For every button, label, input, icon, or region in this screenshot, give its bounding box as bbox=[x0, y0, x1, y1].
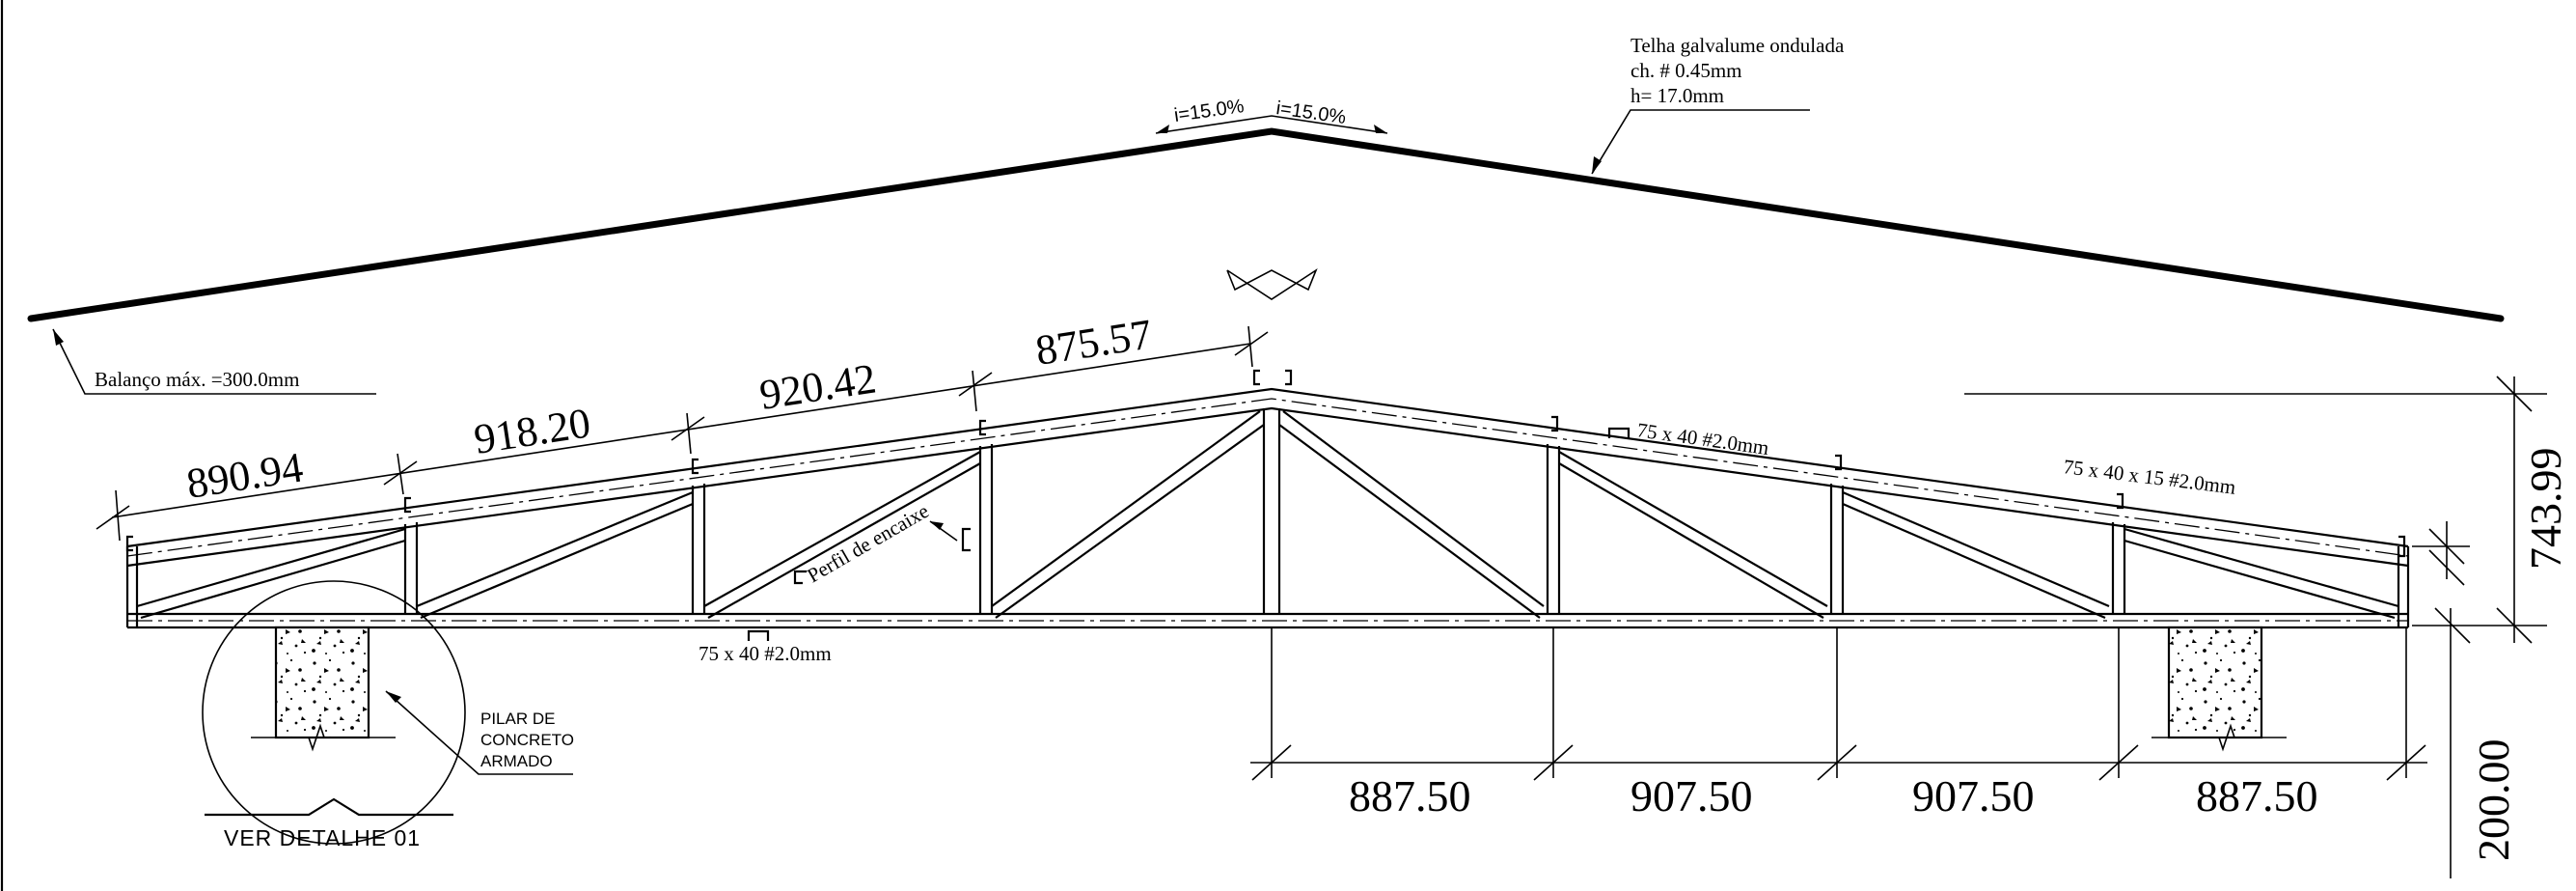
profile-label-top-right: 75 x 40 #2.0mm bbox=[1635, 418, 1770, 459]
truss-diagonals bbox=[136, 410, 2399, 620]
left-pillar-detail: VER DETALHE 01 PILAR DE CONCRETO ARMADO bbox=[202, 580, 574, 850]
leader-arrow-icon bbox=[930, 521, 944, 530]
fitting-note: Perfil de encaixe bbox=[793, 499, 958, 587]
ridge-symbol bbox=[1226, 267, 1318, 300]
chord-dim-4: 875.57 bbox=[1032, 310, 1155, 375]
arrowhead-icon bbox=[1374, 125, 1387, 133]
profile-label-lipped: 75 x 40 x 15 #2.0mm bbox=[2062, 455, 2236, 499]
pillar-note-line2: CONCRETO bbox=[480, 731, 574, 749]
pillar-note-line3: ARMADO bbox=[480, 752, 553, 770]
bottom-dim-2: 907.50 bbox=[1631, 771, 1753, 821]
bottom-dim-1: 887.50 bbox=[1349, 771, 1471, 821]
overhang-label: Balanço máx. =300.0mm bbox=[95, 368, 299, 391]
height-dim-label: 743.99 bbox=[2521, 448, 2570, 571]
detail-ref: VER DETALHE 01 bbox=[224, 825, 421, 850]
roof-sheet bbox=[27, 127, 2505, 322]
roof-note-line1: Telha galvalume ondulada bbox=[1631, 34, 1845, 57]
concrete-pillar-left bbox=[274, 626, 370, 739]
chord-dim-2: 918.20 bbox=[471, 399, 593, 463]
profile-label-bottom: 75 x 40 #2.0mm bbox=[699, 642, 832, 665]
bottom-dim-4: 887.50 bbox=[2196, 771, 2318, 821]
roof-note: Telha galvalume ondulada ch. # 0.45mm h=… bbox=[1591, 34, 1845, 175]
concrete-pillar-right bbox=[2167, 626, 2263, 739]
arrowhead-icon bbox=[1156, 125, 1169, 133]
chord-dim-3: 920.42 bbox=[756, 354, 879, 419]
end-dimension-marks bbox=[2412, 521, 2471, 878]
leader-arrow-icon bbox=[1592, 156, 1602, 174]
top-chord-dimension: 890.94 918.20 920.42 875.57 bbox=[96, 310, 1269, 542]
leader-arrow-icon bbox=[386, 691, 401, 703]
support-dim-label: 200.00 bbox=[2469, 739, 2518, 862]
right-pillar bbox=[2151, 626, 2287, 752]
roof-note-line3: h= 17.0mm bbox=[1631, 84, 1724, 107]
chord-dim-1: 890.94 bbox=[183, 443, 306, 508]
bottom-dim-3: 907.50 bbox=[1912, 771, 2035, 821]
pillar-note-line1: PILAR DE bbox=[480, 710, 555, 728]
leader-arrow-icon bbox=[53, 329, 64, 346]
support-dimension: 200.00 bbox=[2469, 739, 2518, 862]
height-dimension: 743.99 bbox=[1964, 376, 2570, 644]
roof-note-line2: ch. # 0.45mm bbox=[1631, 59, 1742, 82]
overhang-note: Balanço máx. =300.0mm bbox=[52, 328, 376, 395]
slope-right-label: i=15.0% bbox=[1274, 97, 1347, 128]
bottom-dimension: 887.50 907.50 907.50 887.50 bbox=[1250, 627, 2427, 821]
slope-indicator: i=15.0% i=15.0% bbox=[1155, 96, 1388, 134]
fitting-label: Perfil de encaixe bbox=[804, 499, 933, 587]
truss bbox=[125, 369, 2410, 641]
fitting-profile-symbols bbox=[125, 369, 2406, 641]
truss-verticals bbox=[403, 408, 2126, 614]
